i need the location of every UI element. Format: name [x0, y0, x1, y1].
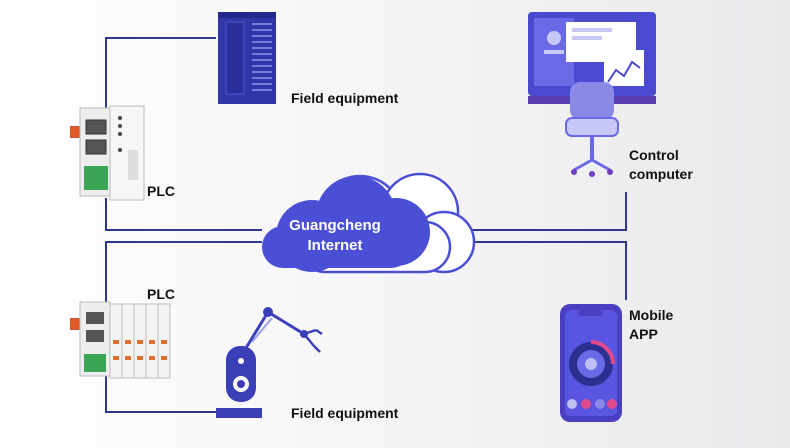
- cloud-icon: [262, 172, 476, 274]
- plc-top-icon: [70, 105, 145, 201]
- label-mobile-line1: Mobile: [629, 307, 674, 323]
- link-cloud-plc-bottom: [105, 241, 262, 302]
- label-mobile-app: Mobile APP: [629, 306, 673, 344]
- cloud-label-line2: Internet: [307, 237, 363, 254]
- label-control-line1: Control: [629, 147, 679, 163]
- label-control-line2: computer: [629, 166, 693, 182]
- label-field-equipment-top: Field equipment: [291, 90, 399, 106]
- label-plc-top: PLC: [147, 183, 175, 199]
- connection-lines: [105, 37, 627, 413]
- cloud-label: Guangcheng Internet: [270, 216, 400, 256]
- label-plc-bottom: PLC: [147, 286, 175, 302]
- cabinet-icon: [218, 12, 276, 104]
- link-cloud-computer: [470, 192, 627, 231]
- robot-arm-icon: [216, 307, 323, 418]
- control-computer-icon: [528, 12, 656, 177]
- plc-bottom-icon: [70, 301, 171, 379]
- label-control-computer: Control computer: [629, 146, 693, 184]
- link-cabinet-plc-top: [105, 37, 216, 112]
- label-field-equipment-bottom: Field equipment: [291, 405, 399, 421]
- label-mobile-line2: APP: [629, 326, 658, 342]
- link-plc-bottom-robot: [105, 372, 218, 413]
- mobile-phone-icon: [560, 304, 622, 422]
- link-plc-top-cloud: [105, 198, 262, 231]
- link-cloud-phone: [470, 241, 627, 300]
- cloud-label-line1: Guangcheng: [289, 217, 381, 234]
